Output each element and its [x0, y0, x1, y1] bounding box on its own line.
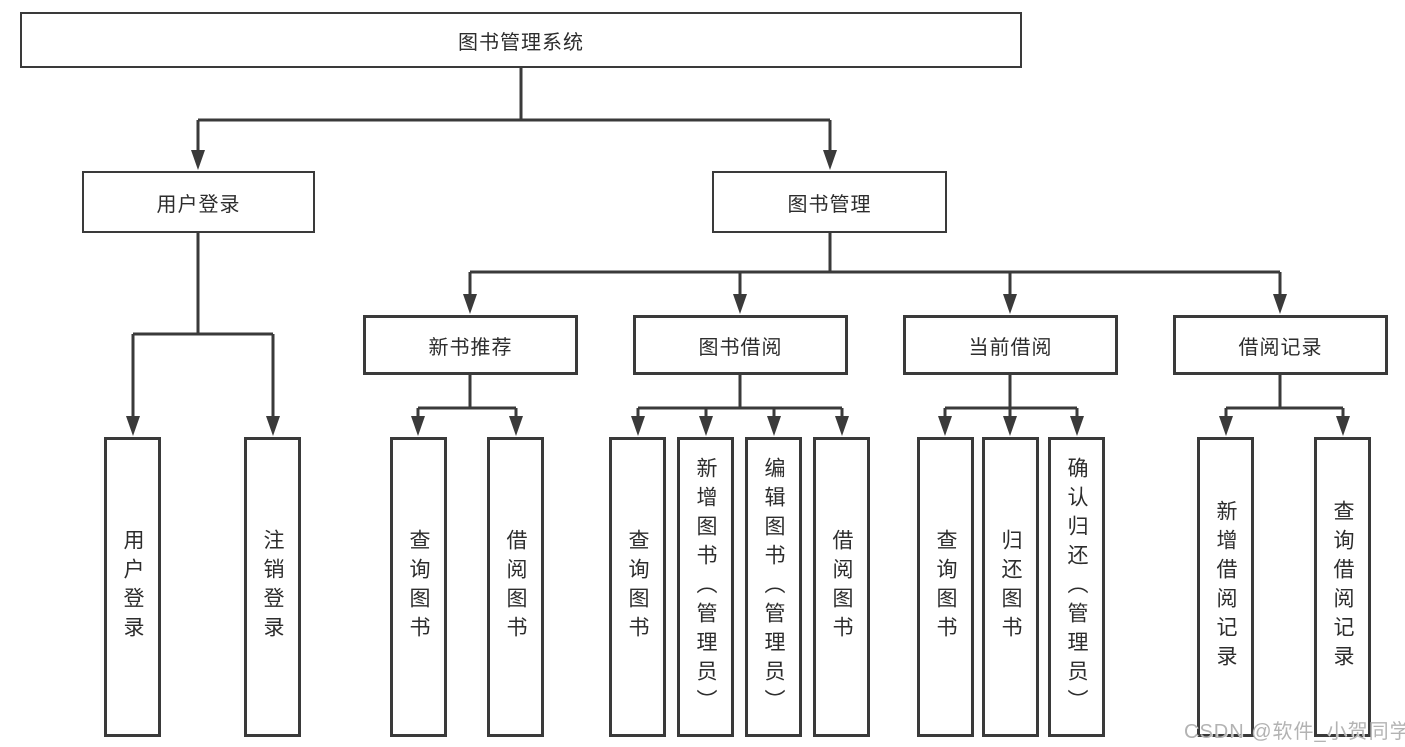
leaf-user-login: 用户登录: [104, 437, 161, 737]
connector-records-children: [1224, 375, 1345, 418]
node-borrow-records: 借阅记录: [1173, 315, 1388, 375]
arrow-down-icon: [1219, 416, 1233, 436]
node-label: 查询图书: [626, 529, 649, 645]
node-label: 图书借阅: [698, 336, 783, 359]
connector-line: [468, 233, 1282, 296]
node-new-book-recommend: 新书推荐: [363, 315, 578, 375]
connector-recommend-children: [416, 375, 518, 418]
connector-line: [636, 375, 844, 418]
arrow-down-icon: [463, 294, 477, 314]
arrow-down-icon: [767, 416, 781, 436]
node-label: 新增图书（管理员）: [694, 456, 717, 718]
leaf-borrow-add-books-admin: 新增图书（管理员）: [677, 437, 734, 737]
connector-current-children: [943, 375, 1079, 418]
node-label: 借阅记录: [1238, 336, 1323, 359]
leaf-records-add-record: 新增借阅记录: [1197, 437, 1254, 737]
leaf-borrow-borrow-books: 借阅图书: [813, 437, 870, 737]
arrow-down-icon: [631, 416, 849, 436]
arrow-down-icon: [631, 416, 645, 436]
leaf-current-return-books: 归还图书: [982, 437, 1039, 737]
arrow-down-icon: [126, 416, 280, 436]
node-user-login: 用户登录: [82, 171, 315, 233]
node-label: 注销登录: [261, 529, 284, 645]
connector-line: [416, 375, 518, 418]
arrow-down-icon: [938, 416, 952, 436]
arrow-down-icon: [1219, 416, 1350, 436]
node-label: 新增借阅记录: [1214, 500, 1237, 674]
node-root: 图书管理系统: [20, 12, 1022, 68]
node-label: 查询图书: [934, 529, 957, 645]
arrow-down-icon: [1070, 416, 1084, 436]
arrow-down-icon: [1273, 294, 1287, 314]
node-book-management: 图书管理: [712, 171, 947, 233]
arrow-down-icon: [1336, 416, 1350, 436]
leaf-records-query-record: 查询借阅记录: [1314, 437, 1371, 737]
leaf-borrow-edit-books-admin: 编辑图书（管理员）: [745, 437, 802, 737]
node-label: 用户登录: [121, 529, 144, 645]
arrow-down-icon: [733, 294, 747, 314]
connector-user-login-children: [131, 233, 275, 418]
watermark: CSDN @软件_小贺同学: [1184, 721, 1405, 743]
arrow-down-icon: [823, 150, 837, 170]
arrow-down-icon: [411, 416, 425, 436]
node-label: 查询借阅记录: [1331, 500, 1354, 674]
leaf-recommend-query-books: 查询图书: [390, 437, 447, 737]
node-label: 归还图书: [999, 529, 1022, 645]
node-label: 当前借阅: [968, 336, 1053, 359]
node-label: 图书管理: [787, 193, 872, 216]
arrow-down-icon: [411, 416, 523, 436]
arrow-down-icon: [938, 416, 1084, 436]
connector-line: [196, 68, 832, 152]
node-label: 借阅图书: [504, 529, 527, 645]
node-label: 图书管理系统: [458, 31, 584, 54]
connector-line: [943, 375, 1079, 418]
connector-book-management-children: [468, 233, 1282, 296]
arrow-down-icon: [835, 416, 849, 436]
leaf-logout: 注销登录: [244, 437, 301, 737]
leaf-recommend-borrow-books: 借阅图书: [487, 437, 544, 737]
connector-borrow-children: [636, 375, 844, 418]
node-label: 查询图书: [407, 529, 430, 645]
leaf-borrow-query-books: 查询图书: [609, 437, 666, 737]
arrow-down-icon: [266, 416, 280, 436]
connector-root-to-level1: [196, 68, 832, 152]
arrow-down-icon: [191, 150, 837, 170]
node-current-borrow: 当前借阅: [903, 315, 1118, 375]
connector-line: [131, 233, 275, 418]
arrow-down-icon: [463, 294, 1287, 314]
node-label: 借阅图书: [830, 529, 853, 645]
arrow-down-icon: [1003, 416, 1017, 436]
arrow-down-icon: [191, 150, 205, 170]
arrow-down-icon: [509, 416, 523, 436]
arrow-down-icon: [1003, 294, 1017, 314]
arrow-down-icon: [126, 416, 140, 436]
node-label: 编辑图书（管理员）: [762, 456, 785, 718]
node-label: 确认归还（管理员）: [1065, 456, 1088, 718]
leaf-current-query-books: 查询图书: [917, 437, 974, 737]
node-label: 新书推荐: [428, 336, 513, 359]
arrow-down-icon: [699, 416, 713, 436]
node-label: 用户登录: [156, 193, 241, 216]
connector-line: [1224, 375, 1345, 418]
node-book-borrow: 图书借阅: [633, 315, 848, 375]
leaf-current-confirm-return-admin: 确认归还（管理员）: [1048, 437, 1105, 737]
